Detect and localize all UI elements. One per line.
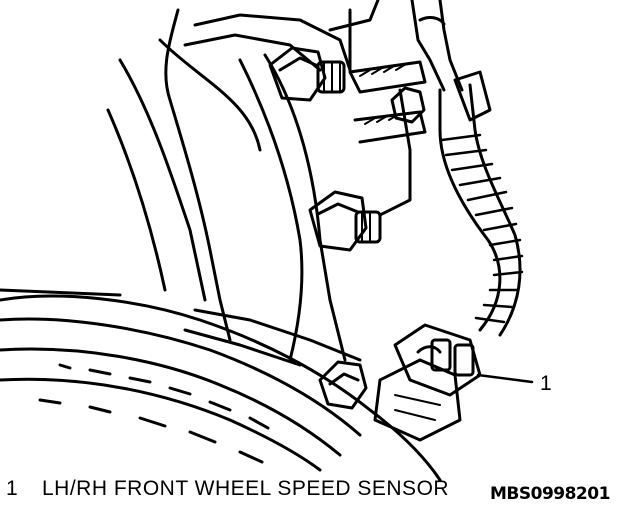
figure-code: MBS0998201: [490, 484, 610, 504]
bracket-bolt: [390, 86, 426, 124]
sensor-bolt: [318, 360, 368, 410]
callout-leader-line: [476, 373, 534, 384]
caption-number: 1: [6, 477, 19, 500]
harness-bracket: [348, 60, 427, 217]
middle-bolt: [308, 190, 382, 252]
callout-number: 1: [540, 372, 552, 395]
steering-knuckle: [106, 0, 380, 367]
caption-text: LH/RH FRONT WHEEL SPEED SENSOR: [42, 477, 450, 500]
sensor-harness: [410, 0, 524, 337]
wheel-speed-sensor: [373, 323, 482, 442]
wheel-hub-arcs: [0, 288, 442, 482]
upper-bolt: [268, 46, 346, 102]
figure-caption: 1 LH/RH FRONT WHEEL SPEED SENSOR: [6, 477, 449, 501]
